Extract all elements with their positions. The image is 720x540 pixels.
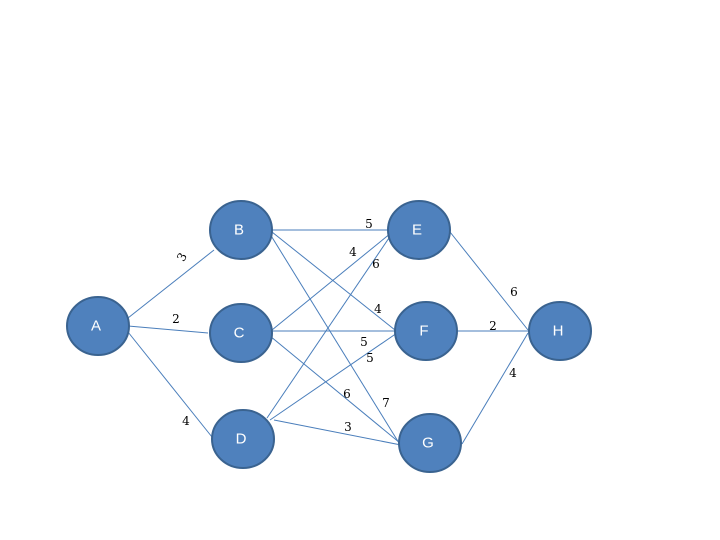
node-circle	[398, 413, 462, 473]
edge-weight-F-H: 2	[489, 319, 497, 333]
edge-C-G	[269, 335, 401, 444]
node-f: F	[394, 301, 458, 361]
edge-weight-B-F: 6	[372, 257, 380, 271]
edge-weight-C-E: 4	[374, 302, 382, 316]
edge-weight-A-D: 4	[182, 414, 190, 428]
node-label: C	[234, 325, 245, 342]
edge-D-F	[269, 332, 398, 421]
edge-D-E	[266, 234, 392, 419]
edge-weight-B-G: 7	[382, 396, 390, 410]
node-label: A	[91, 318, 101, 335]
edge-weight-E-H: 6	[510, 285, 518, 299]
edge-A-D	[127, 331, 213, 438]
edge-A-B	[127, 249, 215, 319]
node-label: B	[234, 222, 244, 239]
node-d: D	[211, 409, 275, 469]
edge-weight-A-B: 3	[174, 250, 190, 263]
node-circle	[211, 409, 275, 469]
node-b: B	[209, 200, 273, 260]
node-circle	[66, 296, 130, 356]
edge-C-E	[271, 232, 392, 331]
edges-layer	[127, 229, 529, 446]
edge-weight-A-C: 2	[172, 312, 180, 326]
node-g: G	[398, 413, 462, 473]
node-circle	[394, 301, 458, 361]
node-h: H	[528, 301, 592, 361]
node-circle	[209, 200, 273, 260]
node-e: E	[387, 200, 451, 260]
edge-A-C	[127, 325, 209, 334]
edge-G-H	[461, 332, 529, 445]
edge-weight-B-E: 5	[365, 217, 373, 231]
edge-B-G	[269, 233, 400, 444]
edge-weight-D-G: 3	[344, 420, 352, 434]
edge-weight-D-E: 4	[349, 245, 357, 259]
node-circle	[387, 200, 451, 260]
node-circle	[528, 301, 592, 361]
node-label: E	[412, 222, 422, 239]
node-label: G	[422, 435, 434, 452]
edge-weight-G-H: 4	[509, 366, 517, 380]
node-label: D	[236, 431, 247, 448]
node-a: A	[66, 296, 130, 356]
node-label: F	[419, 323, 428, 340]
edge-D-G	[273, 419, 402, 446]
node-circle	[209, 303, 273, 363]
edge-weight-D-F: 5	[366, 351, 374, 365]
nodes-layer: A B C D E F G H	[66, 200, 592, 473]
node-c: C	[209, 303, 273, 363]
edge-B-F	[271, 231, 396, 331]
edge-weight-C-F: 5	[360, 335, 368, 349]
node-label: H	[553, 323, 564, 340]
edge-E-H	[449, 231, 529, 331]
edge-weight-C-G: 6	[343, 387, 351, 401]
